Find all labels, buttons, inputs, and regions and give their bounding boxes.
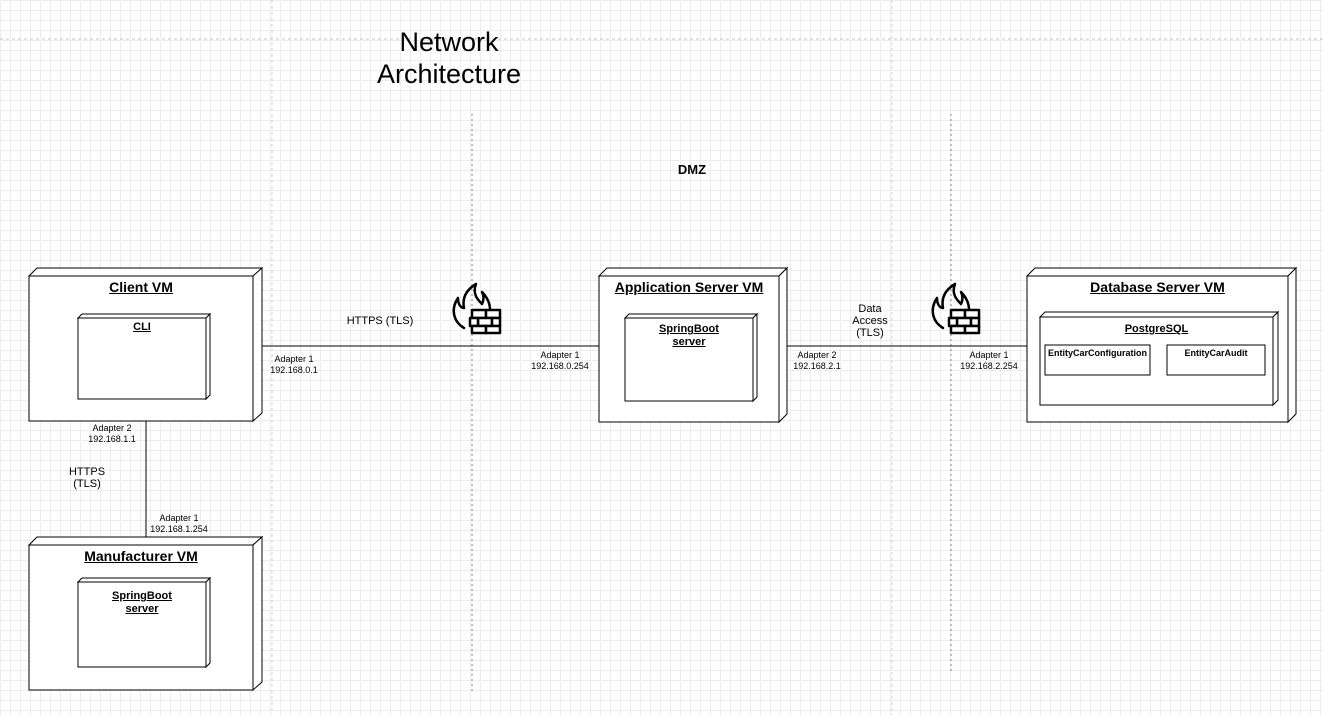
client-adapter-2-label: Adapter 2 192.168.1.1 [88,423,136,444]
postgresql-label: PostgreSQL [1124,323,1189,335]
manufacturer-springboot-label: SpringBoot server [112,590,172,615]
firewall-icon[interactable] [452,282,502,335]
client-manufacturer-connection-label: HTTPS (TLS) [68,466,106,490]
manufacturer-vm-title: Manufacturer VM [84,548,198,564]
app-adapter-2-label: Adapter 2 192.168.2.1 [793,350,841,371]
manufacturer-adapter-1-label: Adapter 1 192.168.1.254 [150,513,208,534]
manufacturer-springboot-component[interactable] [76,576,212,669]
client-adapter-1-label: Adapter 1 192.168.0.1 [270,354,318,375]
cli-component[interactable] [76,312,212,401]
client-vm-title: Client VM [109,279,173,295]
entity-car-configuration-label: EntityCarConfiguration [1048,348,1147,358]
firewall-icon[interactable] [931,282,981,335]
diagram-title: Network Architecture [376,27,522,89]
entity-car-configuration-box[interactable] [1044,344,1151,376]
entity-car-audit-box[interactable] [1166,344,1266,376]
app-springboot-label: SpringBoot server [659,323,719,348]
db-adapter-1-label: Adapter 1 192.168.2.254 [960,350,1018,371]
app-springboot-component[interactable] [623,312,759,403]
dmz-label: DMZ [677,162,707,177]
client-app-connection-label: HTTPS (TLS) [346,315,414,327]
db-server-vm-title: Database Server VM [1090,279,1225,295]
app-adapter-1-label: Adapter 1 192.168.0.254 [531,350,589,371]
app-db-connection-label: Data Access (TLS) [852,303,888,339]
app-server-vm-title: Application Server VM [614,279,764,295]
entity-car-audit-label: EntityCarAudit [1184,348,1248,358]
cli-label: CLI [133,321,151,333]
